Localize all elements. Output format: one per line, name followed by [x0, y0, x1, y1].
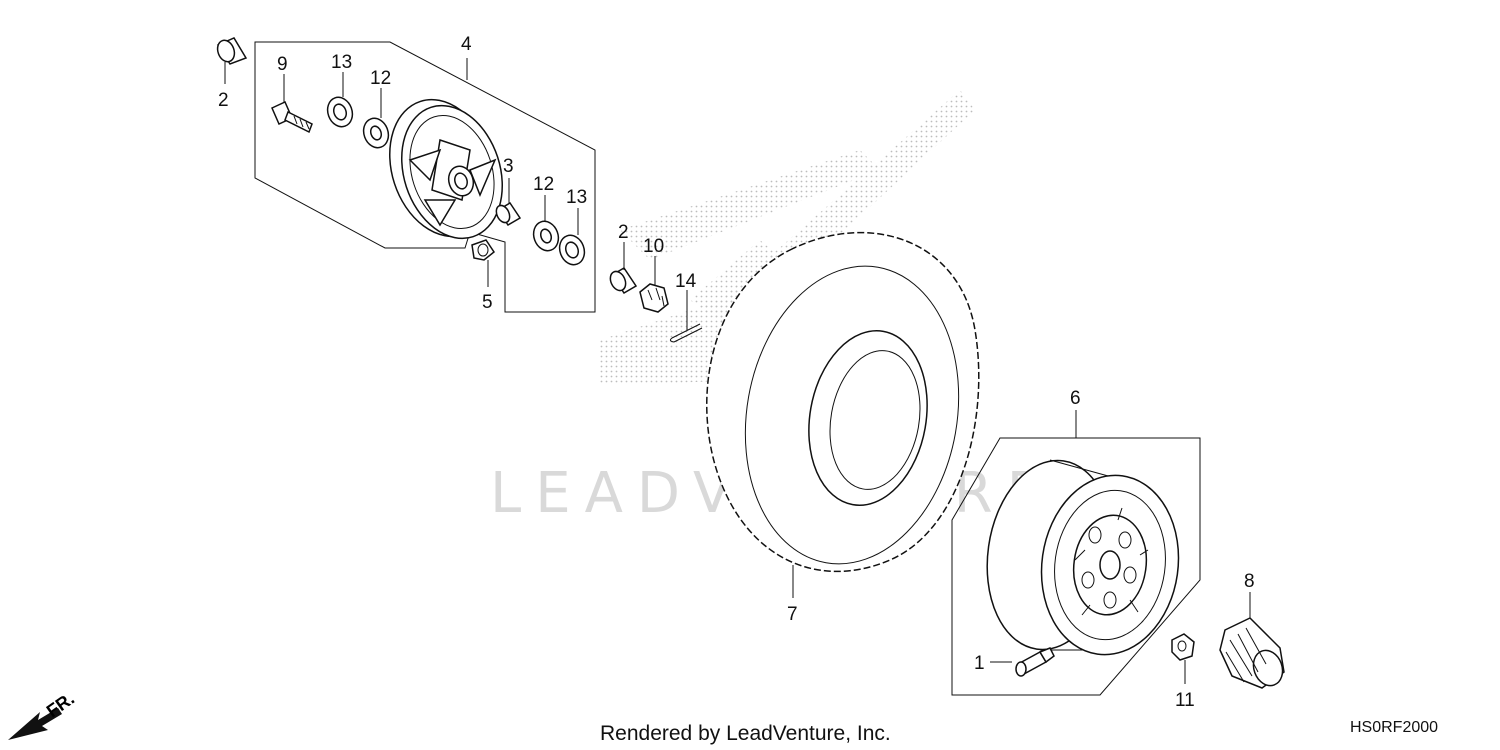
valve-part-1 — [1015, 647, 1055, 677]
callout-6: 6 — [1070, 388, 1081, 409]
callout-11: 11 — [1175, 690, 1195, 711]
castle-nut-part-10 — [639, 283, 669, 313]
footer-credit: Rendered by LeadVenture, Inc. — [600, 722, 891, 745]
callout-2: 2 — [218, 90, 229, 111]
bolt-part-9 — [271, 100, 313, 134]
callout-9: 9 — [277, 54, 288, 75]
diagram-code: HS0RF2000 — [1350, 719, 1438, 736]
hub-cap-part-8 — [1219, 617, 1285, 689]
bearing-part-12 — [362, 117, 390, 149]
callout-3: 3 — [503, 156, 514, 177]
oil-seal-part-13-b — [558, 234, 586, 266]
cotter-pin-part-14 — [669, 323, 703, 343]
callout-7: 7 — [787, 604, 798, 625]
tire-part-7 — [706, 231, 980, 573]
hub-assembly-group-outline — [254, 41, 596, 313]
nut-part-5 — [471, 239, 496, 261]
callout-13-b: 13 — [566, 187, 587, 208]
callout-14: 14 — [675, 271, 697, 292]
front-direction-arrow-icon — [8, 708, 62, 740]
oil-seal-part-13 — [326, 96, 354, 128]
callout-4: 4 — [461, 34, 472, 55]
hub-part-4 — [389, 98, 504, 240]
callout-8: 8 — [1244, 571, 1255, 592]
wheel-nut-part-11 — [1171, 633, 1195, 661]
wheel-group-outline — [951, 437, 1201, 696]
callout-12: 12 — [370, 68, 391, 89]
callout-1: 1 — [974, 653, 985, 674]
callout-12-b: 12 — [533, 174, 554, 195]
wheel-part-6 — [986, 459, 1180, 656]
callout-10: 10 — [643, 236, 664, 257]
callout-2-b: 2 — [618, 222, 629, 243]
callout-13: 13 — [331, 52, 352, 73]
collar-part-2 — [216, 37, 248, 65]
distance-collar-part-3 — [495, 201, 522, 227]
collar-part-2-b — [609, 266, 638, 295]
callout-5: 5 — [482, 292, 493, 313]
bearing-part-12-b — [532, 220, 560, 252]
